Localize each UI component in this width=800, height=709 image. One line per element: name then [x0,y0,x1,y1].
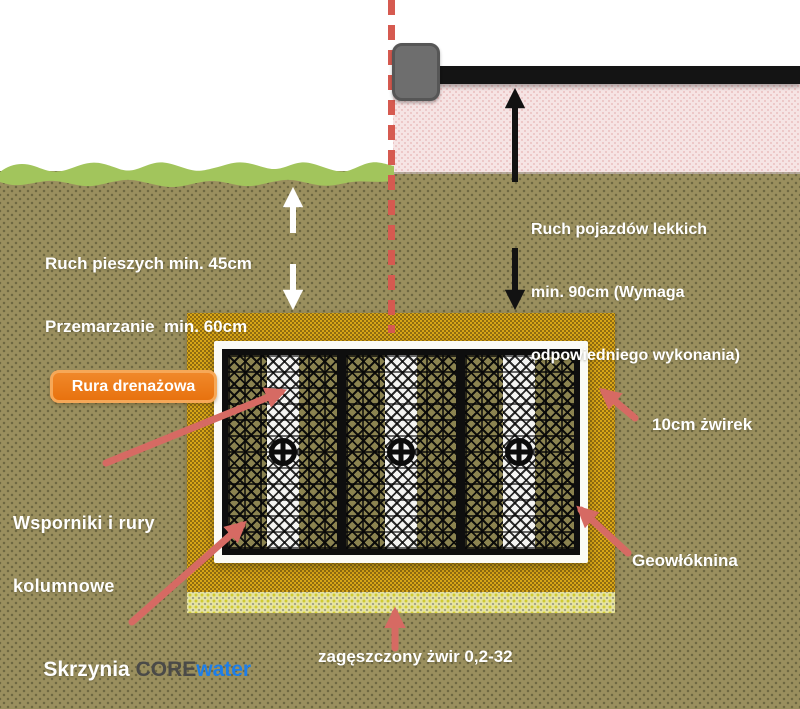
drain-pipe-cross-icon [386,438,415,466]
pavement-subbase-region [393,83,800,174]
compacted-gravel-label: zagęszczony żwir 0,2-32 [318,647,513,666]
crate-module [228,355,338,549]
geotextile-label: Geowłóknina [632,551,738,570]
pedestrian-depth-label: Ruch pieszych min. 45cm Przemarzanie min… [45,211,252,379]
supports-line2: kolumnowe [13,576,115,596]
brand-core: CORE [135,658,197,681]
crate-module [346,355,456,549]
drain-pipe-cross-icon [268,438,297,466]
box-label-prefix: Skrzynia [43,658,136,681]
brand-water: water [196,658,252,681]
road-surface-bar [436,66,800,84]
grass-strip [0,162,394,187]
vehicle-depth-label: Ruch pojazdów lekkich min. 90cm (Wymaga … [531,177,740,408]
pedestrian-depth-line2: Przemarzanie min. 60cm [45,317,248,336]
vehicle-depth-line1: Ruch pojazdów lekkich [531,221,708,238]
gravel-label: 10cm żwirek [652,415,753,434]
supports-label: Wsporniki i rury kolumnowe [13,471,155,639]
vehicle-depth-line2: min. 90cm (Wymaga [531,284,685,301]
corewater-box-label: Skrzynia COREwater [20,634,251,706]
drain-pipe-tag: Rura drenażowa [50,370,217,403]
property-boundary-dashed-line [388,0,395,333]
vehicle-depth-line3: odpowiedniego wykonania) [531,347,740,364]
drain-pipe-tag-text: Rura drenażowa [71,377,196,395]
curb-block [392,43,440,101]
compacted-gravel-layer [187,592,615,613]
supports-line1: Wsporniki i rury [13,513,155,533]
pedestrian-depth-line1: Ruch pieszych min. 45cm [45,254,252,273]
grass-shape [0,162,394,187]
crate-module [464,355,574,549]
corewater-crate [222,349,580,555]
drain-pipe-cross-icon [505,438,534,466]
